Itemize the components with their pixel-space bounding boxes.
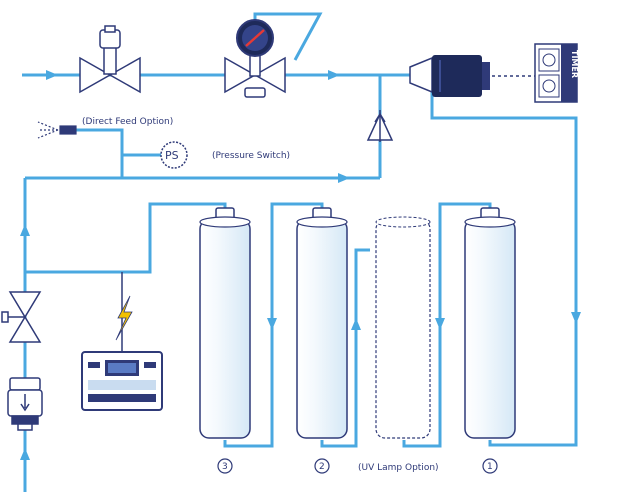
filter-3-number: 3 <box>222 462 228 472</box>
check-valve-icon <box>366 110 394 142</box>
filter-2-number: 2 <box>319 462 325 472</box>
pipe-to-filter3-top <box>25 202 227 274</box>
filter-housing-1 <box>464 207 516 439</box>
arrow-main-1 <box>328 70 340 80</box>
timer-icon <box>534 43 578 103</box>
pump-motor-icon <box>409 55 490 97</box>
filter-housing-2 <box>296 207 348 439</box>
inlet-strainer-icon <box>7 377 43 431</box>
arrow-inlet <box>46 70 58 80</box>
badge-filter-2: 2 <box>314 458 330 474</box>
arrow-down-1 <box>571 312 581 324</box>
lightning-bolt-icon <box>115 295 133 341</box>
pipe-pump-to-filter1 <box>430 92 578 447</box>
arrow-left-up <box>20 224 30 236</box>
pressure-switch-icon <box>160 141 188 169</box>
ps-label: PS <box>165 149 179 162</box>
filter-1-number: 1 <box>487 462 493 472</box>
flow-arrows <box>20 70 581 460</box>
badge-filter-1: 1 <box>482 458 498 474</box>
pressure-switch-label: (Pressure Switch) <box>212 151 290 161</box>
controller-unit-icon <box>81 351 163 411</box>
badge-filter-3: 3 <box>217 458 233 474</box>
solenoid-valve-icon <box>79 25 141 94</box>
pipe-f2-to-uv <box>320 248 370 448</box>
arrow-up-uv <box>351 318 361 330</box>
direct-feed-label: (Direct Feed Option) <box>82 117 173 127</box>
pressure-gauge-icon <box>224 19 286 98</box>
arrow-return <box>338 173 350 183</box>
arrow-down-2 <box>267 318 277 330</box>
arrow-down-3 <box>435 318 445 330</box>
direct-feed-nozzle-icon <box>37 121 77 139</box>
pipe-direct-feed <box>75 128 124 178</box>
uv-lamp-housing <box>375 216 431 439</box>
filter-housing-3 <box>199 207 251 439</box>
uv-lamp-label: (UV Lamp Option) <box>358 463 439 473</box>
butterfly-valve-icon <box>1 291 42 343</box>
timer-label: TIMER <box>570 50 579 78</box>
arrow-left-up-2 <box>20 448 30 460</box>
